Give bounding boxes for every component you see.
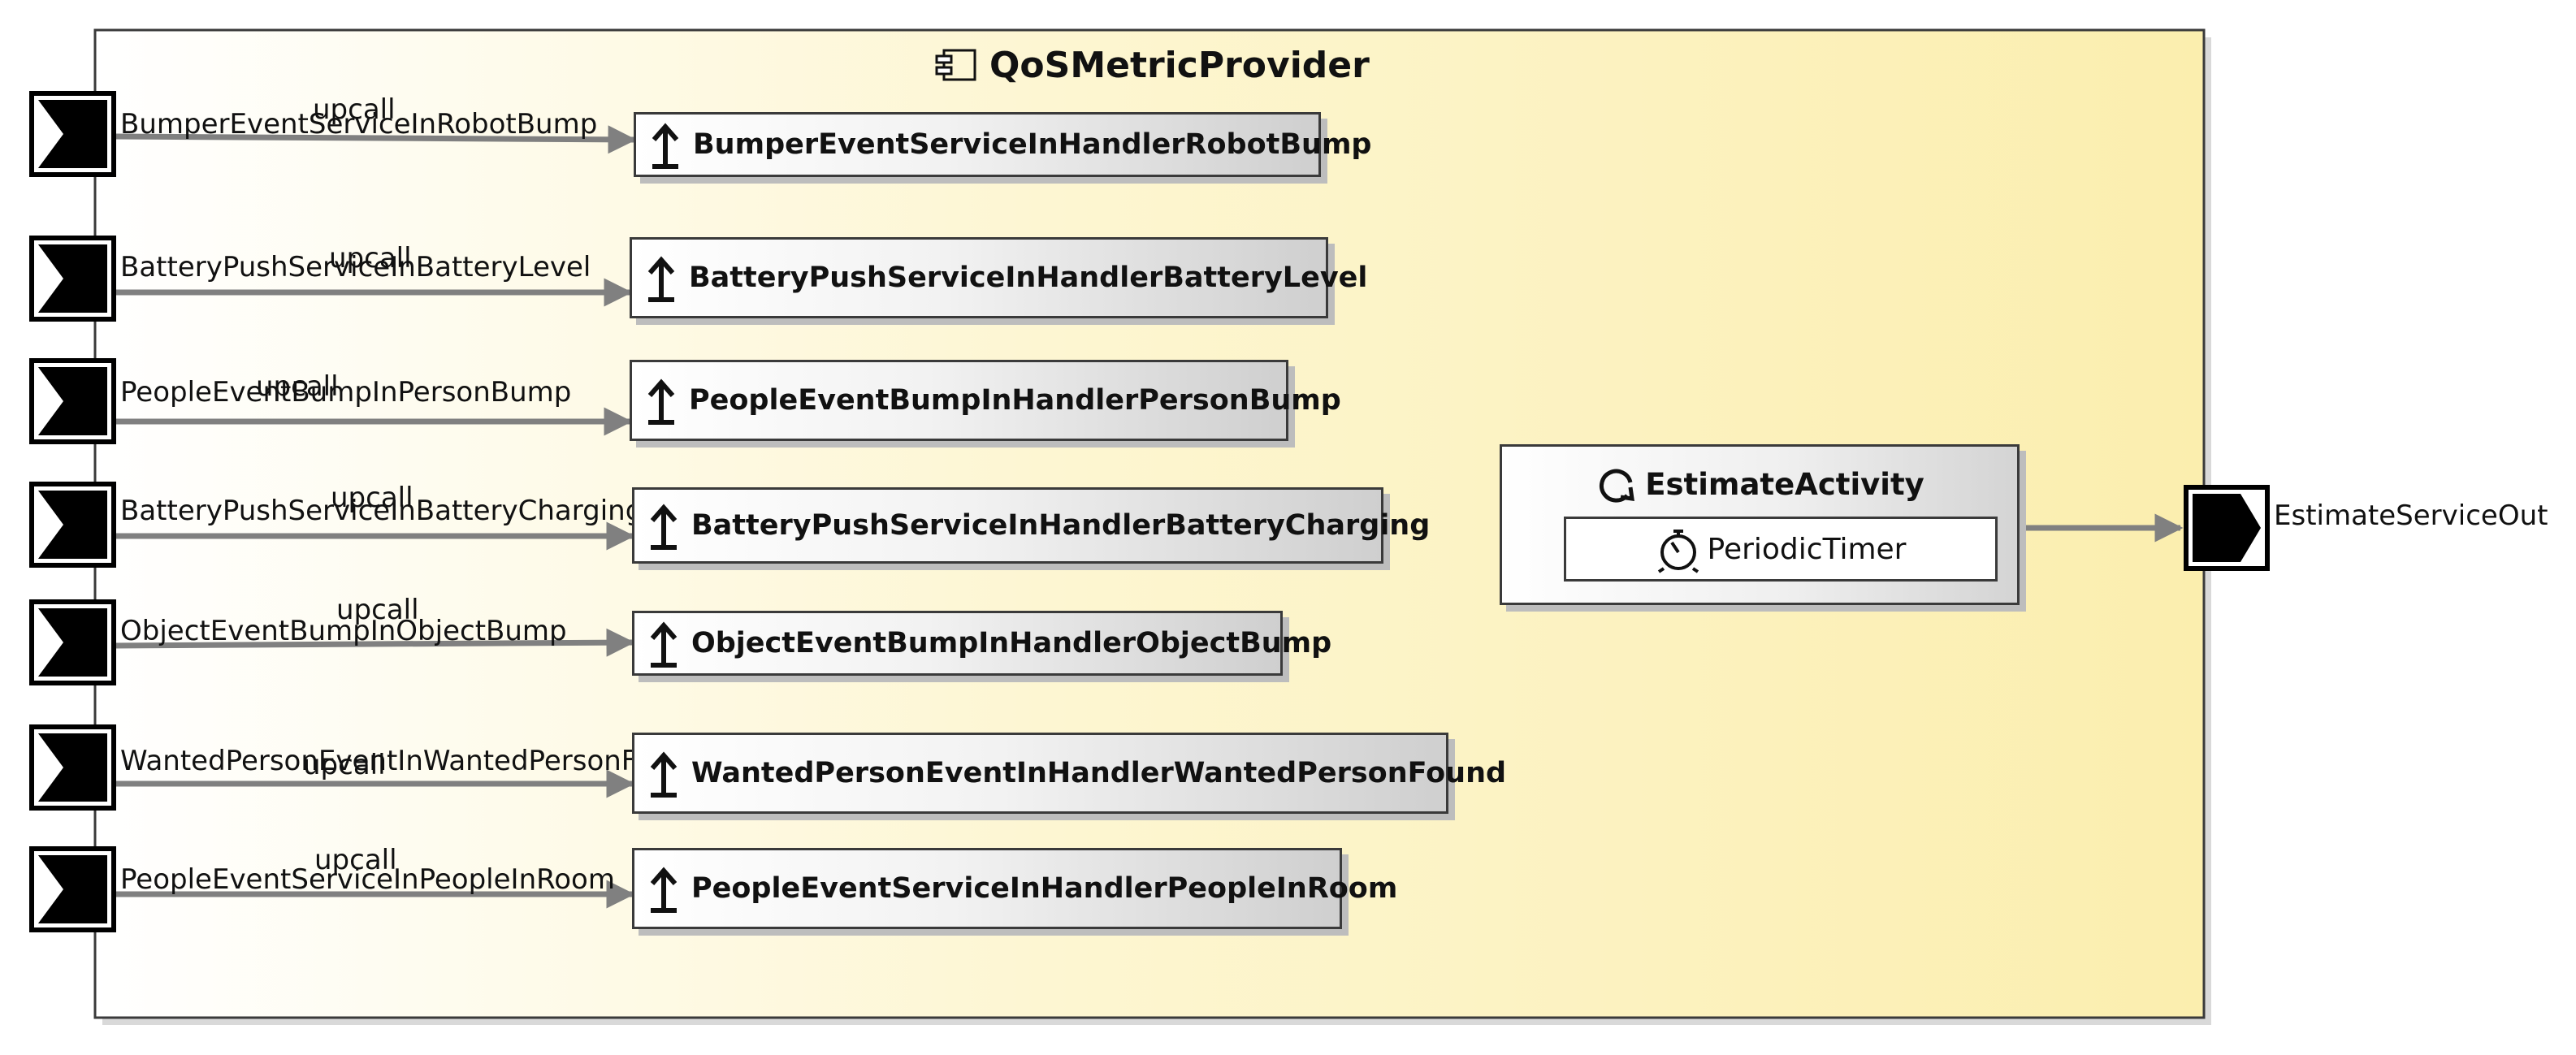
- input-port-label: PeopleEventServiceInPeopleInRoom: [120, 863, 615, 896]
- connector-group: [113, 125, 637, 909]
- event-handler-box[interactable]: BatteryPushServiceInHandlerBatteryChargi…: [632, 487, 1430, 564]
- upcall-label: upcall: [256, 370, 339, 403]
- activity-name: EstimateActivity: [1645, 466, 1924, 502]
- input-port-label: BatteryPushServiceInBatteryLevel: [120, 251, 591, 283]
- upcall-label: upcall: [331, 482, 413, 514]
- input-port-label: BatteryPushServiceInBatteryCharging: [120, 495, 643, 527]
- input-port-icon[interactable]: [29, 846, 116, 932]
- input-port-icon[interactable]: [29, 599, 116, 685]
- stopwatch-icon: [1657, 530, 1699, 573]
- handler-name: PeopleEventServiceInHandlerPeopleInRoom: [691, 872, 1398, 905]
- component-icon: [935, 49, 976, 81]
- upcall-label: upcall: [313, 93, 396, 126]
- event-handler-box[interactable]: PeopleEventServiceInHandlerPeopleInRoom: [632, 848, 1397, 929]
- upcall-handler-icon: [650, 751, 678, 798]
- input-port-icon[interactable]: [29, 236, 116, 322]
- input-port-label: ObjectEventBumpInObjectBump: [120, 615, 567, 647]
- input-port-icon[interactable]: [29, 91, 116, 177]
- activity-header: EstimateActivity: [1502, 461, 2017, 507]
- component-title: QoSMetricProvider: [934, 41, 1370, 89]
- upcall-handler-icon: [650, 867, 678, 913]
- handler-name: ObjectEventBumpInHandlerObjectBump: [691, 627, 1332, 659]
- upcall-handler-icon: [650, 621, 678, 668]
- handler-name: PeopleEventBumpInHandlerPersonBump: [689, 384, 1341, 417]
- upcall-handler-icon: [647, 378, 675, 425]
- upcall-label: upcall: [329, 242, 412, 275]
- handler-name: WantedPersonEventInHandlerWantedPersonFo…: [691, 757, 1507, 789]
- event-handler-box[interactable]: ObjectEventBumpInHandlerObjectBump: [632, 611, 1331, 676]
- activity-cycle-icon: [1600, 469, 1635, 503]
- timer-name: PeriodicTimer: [1707, 532, 1907, 566]
- upcall-handler-icon: [652, 123, 679, 169]
- upcall-label: upcall: [336, 594, 419, 626]
- upcall-label: upcall: [314, 844, 397, 876]
- event-handler-box[interactable]: PeopleEventBumpInHandlerPersonBump: [630, 360, 1341, 441]
- timer-box[interactable]: PeriodicTimer: [1564, 517, 1998, 582]
- input-port-icon[interactable]: [29, 358, 116, 444]
- handler-name: BatteryPushServiceInHandlerBatteryLevel: [689, 262, 1368, 294]
- input-port-icon[interactable]: [29, 482, 116, 568]
- input-port-label: BumperEventServiceInRobotBump: [120, 108, 598, 141]
- activity-box[interactable]: EstimateActivity PeriodicTimer: [1500, 444, 2020, 605]
- input-port-group: [29, 91, 116, 932]
- handler-name: BumperEventServiceInHandlerRobotBump: [693, 128, 1372, 161]
- input-port-icon[interactable]: [29, 724, 116, 811]
- input-port-label: WantedPersonEventInWantedPersonFound: [120, 745, 706, 777]
- upcall-label: upcall: [303, 749, 386, 781]
- input-port-label: PeopleEventBumpInPersonBump: [120, 376, 572, 409]
- handler-name: BatteryPushServiceInHandlerBatteryChargi…: [691, 509, 1431, 542]
- output-port-label: EstimateServiceOut: [2274, 499, 2548, 532]
- upcall-connector: [113, 125, 637, 154]
- event-handler-box[interactable]: BatteryPushServiceInHandlerBatteryLevel: [630, 237, 1367, 318]
- component-name: QoSMetricProvider: [989, 44, 1370, 86]
- output-port-icon[interactable]: [2184, 485, 2270, 571]
- upcall-handler-icon: [647, 256, 675, 302]
- upcall-handler-icon: [650, 504, 678, 550]
- upcall-connector: [113, 628, 635, 657]
- event-handler-box[interactable]: BumperEventServiceInHandlerRobotBump: [634, 112, 1372, 177]
- event-handler-box[interactable]: WantedPersonEventInHandlerWantedPersonFo…: [632, 733, 1506, 814]
